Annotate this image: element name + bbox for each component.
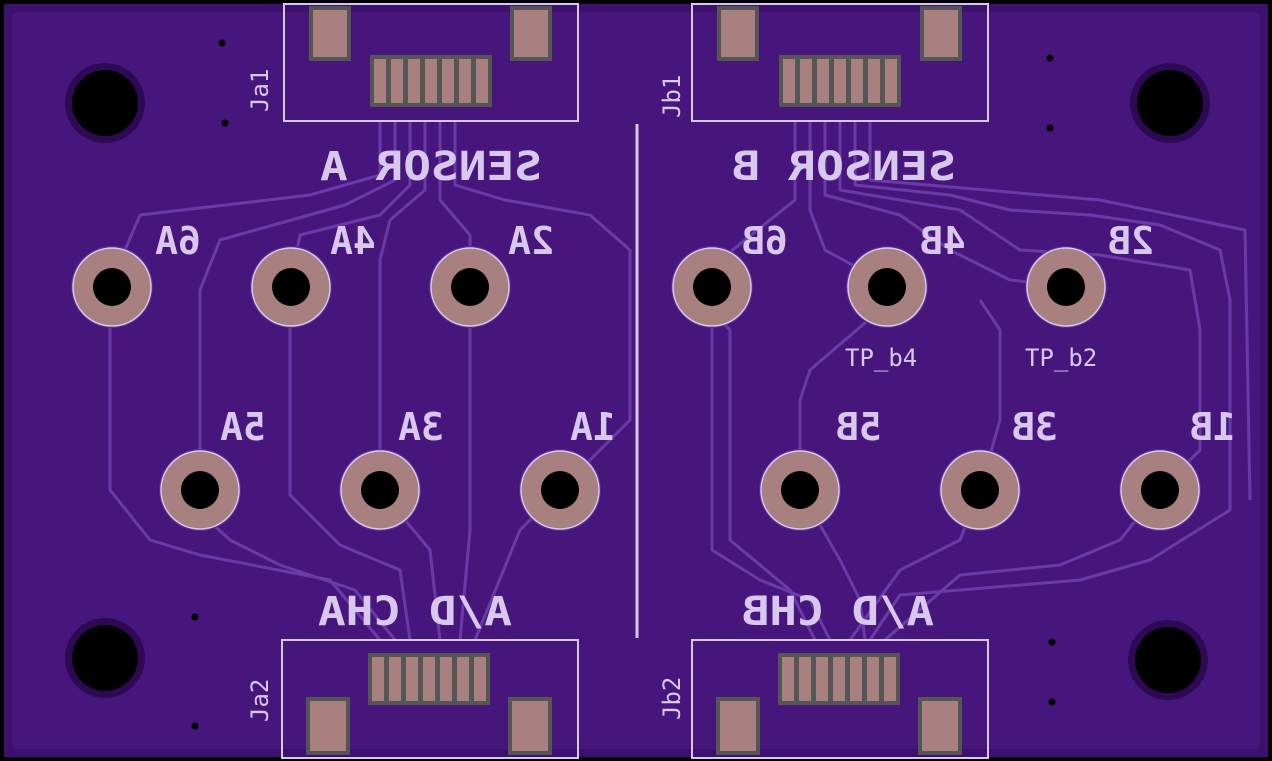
pad-5a [159,449,241,531]
pad-1a [519,449,601,531]
pad-1b [1119,449,1201,531]
label-pin-6b: 6B [742,219,788,263]
ref-jb2: Jb2 [658,677,686,720]
ref-jb1: Jb1 [658,75,686,118]
pad-3b [939,449,1021,531]
label-ad-chb: A/D CHB [742,589,934,635]
label-pin-4b: 4B [920,219,966,263]
pad-4a [250,246,332,328]
label-tp-b4: TP_b4 [845,344,917,372]
label-pin-5b: 5B [836,405,882,449]
connector-ja1 [283,3,579,122]
label-pin-1a: 1A [570,405,616,449]
label-pin-6a: 6A [155,219,201,263]
connector-jb1 [691,3,989,122]
pad-6a [71,246,153,328]
label-pin-3a: 3A [398,405,444,449]
ref-ja1: Ja1 [246,69,274,112]
connector-jb2 [691,639,989,759]
label-ad-cha: A/D CHA [318,589,512,635]
label-sensor-a: SENSOR A [320,144,542,190]
connector-ja2 [281,639,579,759]
label-tp-b2: TP_b2 [1025,344,1097,372]
label-pin-3b: 3B [1012,405,1058,449]
label-pin-4a: 4A [330,219,376,263]
ref-ja2: Ja2 [246,679,274,722]
pad-2a [429,246,511,328]
label-pin-2b: 2B [1108,219,1154,263]
mounting-holes [65,63,1210,700]
pad-4b [846,246,928,328]
label-pin-2a: 2A [508,219,554,263]
pad-6b [671,246,753,328]
label-sensor-b: SENSOR B [732,144,956,190]
pad-3a [339,449,421,531]
pad-5b [759,449,841,531]
label-pin-5a: 5A [220,405,266,449]
label-pin-1b: 1B [1190,405,1236,449]
vias [191,39,1056,730]
through-hole-pads [71,246,1201,531]
pad-2b [1025,246,1107,328]
